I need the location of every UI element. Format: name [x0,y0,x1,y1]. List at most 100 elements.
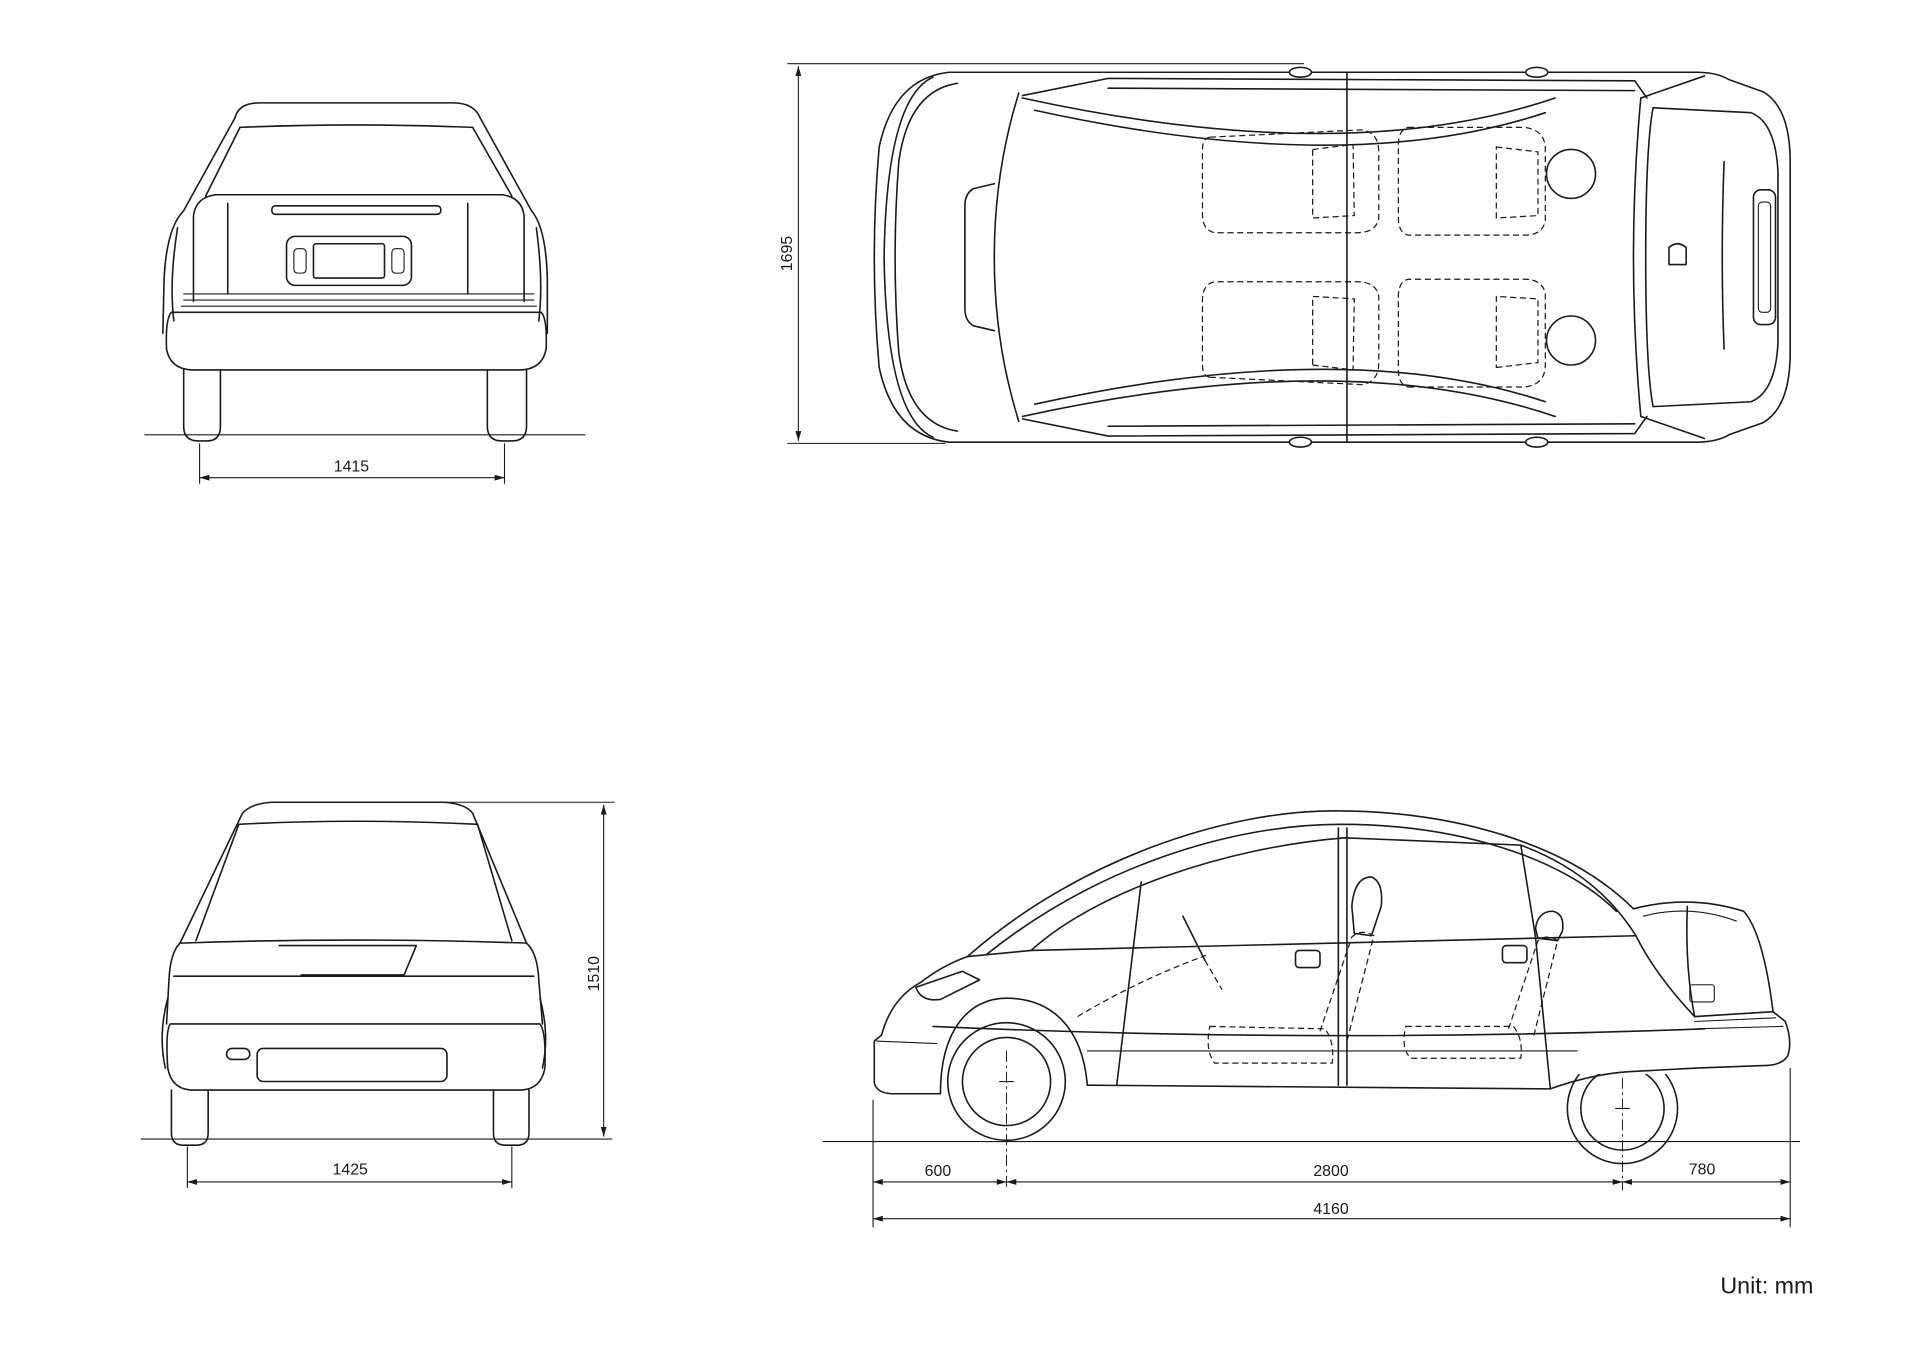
rear-fender-left [171,227,179,322]
top-mirror-lower-front [1288,436,1313,448]
top-headrest-upper [1545,148,1597,200]
side-rear-hatch [1632,901,1774,1013]
front-view: 1425 1510 [140,801,615,1189]
rear-wheel-left [182,369,222,442]
side-headlamp [915,970,981,1001]
side-front-overhang-label: 600 [925,1163,952,1180]
side-view: 600 2800 780 4160 [822,810,1800,1228]
front-wheel-right [492,1089,530,1147]
side-rear-headrest [1534,910,1564,942]
side-front-wheel-arch [939,997,1089,1095]
top-roof-edge-lower [1021,368,1556,418]
side-extension-lines [872,1068,1791,1228]
front-hood-tab [278,944,418,976]
top-window-sill-lower [1021,415,1648,437]
top-mirror-lower-rear [1524,436,1549,448]
front-fender-left [161,997,169,1069]
top-rear-handle [1752,189,1777,326]
top-front-seatback-upper [1312,143,1355,219]
rear-body-side-right [530,209,549,334]
side-hood-line [920,955,969,984]
rear-bumper [165,311,548,371]
side-rear-bumper-lines [1694,1017,1784,1030]
top-window-sill-upper [1021,77,1648,99]
rear-plate-lamp-right [391,248,405,274]
side-front-seat-cushion [1207,1025,1334,1064]
unit-label: Unit: mm [1720,1272,1813,1298]
top-width-label: 1695 [779,236,796,272]
top-front-seat-lower [1201,281,1380,386]
front-windshield [195,823,513,942]
top-body-outline [873,71,1792,443]
top-rear-latch [1668,242,1687,266]
side-front-door-edge [1115,881,1143,1086]
rear-roof-edge [239,124,474,129]
front-a-pillar-left [179,812,244,944]
side-front-door-handle [1294,949,1321,969]
top-rear-handle-inner [1757,201,1772,313]
rear-brake-light-slot [271,204,442,216]
top-rear-seat-lower [1397,278,1546,388]
rear-roof-outline [234,102,481,119]
rear-view: 1415 [144,102,586,484]
side-roof-line [966,810,1635,958]
side-window-sill [966,934,1637,958]
front-body-side-right [525,942,544,1025]
front-roof-outline [241,801,474,815]
front-extension-lines [186,801,615,1189]
side-body-crease [932,1025,1706,1037]
top-view: 1695 [779,63,1792,448]
top-front-seat-upper [1201,129,1380,234]
top-c-pillar-edge [1632,97,1642,418]
side-front-headrest [1351,876,1383,937]
top-wiper-housing [964,182,996,332]
front-body-side-left [165,942,181,1025]
top-front-bumper-line [883,76,934,439]
rear-hatch-panel [192,193,525,303]
side-rear-bumper [1693,1010,1791,1069]
side-dashboard [1077,954,1207,1018]
side-rear-seatback [1507,936,1559,1039]
side-rear-skirt [1549,1067,1697,1090]
side-rear-door-handle [1501,944,1528,964]
side-hatch-edge [1686,905,1696,1018]
side-front-fascia [873,981,942,1095]
side-steering-column-hidden [1204,959,1223,990]
top-rear-corner-lines [1640,75,1706,440]
top-rear-seatback-lower [1495,295,1539,369]
side-front-seatback [1319,931,1375,1042]
top-hood-edge [894,82,959,432]
side-front-bumper-line [876,1040,938,1045]
side-wheelbase-label: 2800 [1313,1163,1349,1180]
side-rear-seat-cushion [1403,1025,1522,1059]
side-rear-fender [1635,934,1696,1018]
rear-fender-right [535,227,542,322]
side-window-frame [1030,836,1637,952]
side-rear-door-edge [1520,844,1551,1089]
rear-body-side-left [162,209,185,334]
rear-plate-frame [285,235,413,287]
rear-wheel-right [486,369,528,442]
top-mirror-upper-front [1288,66,1313,78]
side-tail-light [1689,984,1715,1003]
top-rear-glass [1644,106,1779,408]
front-fog-lamp [225,1047,251,1061]
side-rear-spoiler-line [1642,910,1737,922]
top-roof-edge-upper [1021,97,1556,146]
front-height-label: 1510 [586,956,603,992]
rear-window [204,126,513,197]
side-length-label: 4160 [1313,1201,1349,1218]
top-mirror-upper-rear [1524,66,1549,78]
top-headrest-lower [1545,315,1597,366]
front-plate-recess [256,1047,448,1083]
top-cowl-line [993,92,1020,423]
top-rear-seat-upper [1397,126,1546,236]
side-roof-rail [986,823,1618,955]
top-front-seatback-lower [1312,295,1355,371]
side-b-pillar [1337,827,1348,1086]
rear-width-label: 1415 [334,459,370,476]
top-extension-lines [787,63,1305,444]
front-fender-right [539,997,547,1069]
front-hood-edge [179,939,528,944]
